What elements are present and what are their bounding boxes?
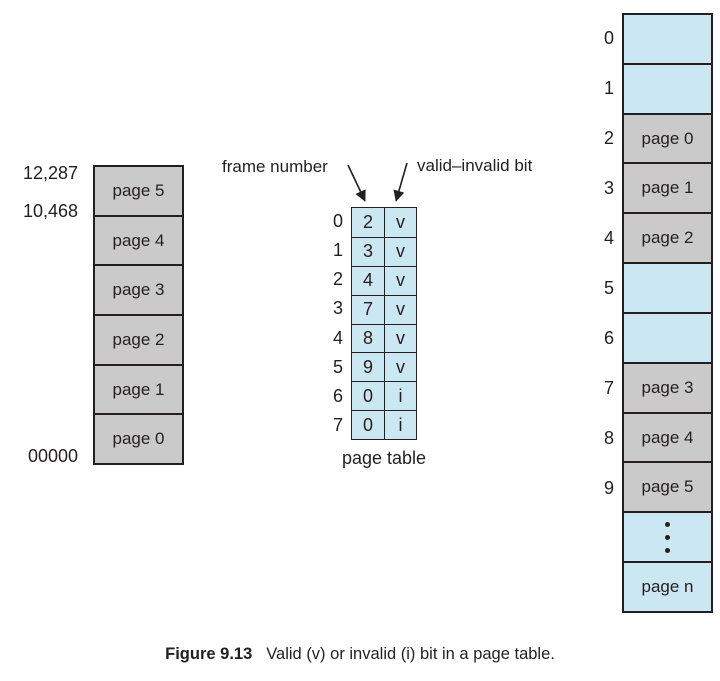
frame-number-cell: 9 [352, 352, 384, 382]
logical-page-label: page 2 [112, 329, 165, 349]
frame-label: page 0 [641, 128, 694, 148]
page-table-index: 4 [332, 327, 343, 348]
frame-index: 5 [603, 277, 614, 298]
logical-address-top: 12,287 [22, 163, 78, 183]
frame-number-arrow-icon [347, 164, 366, 202]
valid-invalid-arrow-icon [393, 162, 408, 202]
valid-bit-cell: v [384, 236, 416, 266]
logical-memory-stack: page 5 page 4 page 3 page 2 page 1 page … [93, 165, 184, 465]
frame-label: page 1 [641, 178, 694, 198]
page-table-index: 2 [332, 269, 343, 290]
frame-number-label: frame number [222, 157, 328, 176]
memory-frame-cell [624, 62, 711, 113]
page-table-index: 7 [332, 414, 343, 435]
logical-page-label: page 5 [112, 180, 165, 200]
frame-label: page 5 [641, 477, 694, 497]
memory-frame-cell: page 1 [624, 162, 711, 213]
valid-bit-cell: v [384, 208, 416, 237]
page-table-index: 6 [332, 385, 343, 406]
valid-bit-cell: v [384, 352, 416, 382]
valid-invalid-bit-label: valid–invalid bit [417, 156, 533, 175]
memory-frame-cell: page 0 [624, 112, 711, 163]
logical-page-cell: page 4 [95, 214, 182, 265]
frame-label: page 2 [641, 228, 694, 248]
valid-bit-cell: v [384, 265, 416, 295]
annotation-arrows [347, 162, 408, 202]
page-table-index-rail: 0 1 2 3 4 5 6 7 [311, 207, 343, 440]
physical-memory-index-rail: 0 1 2 3 4 5 6 7 8 9 [576, 13, 614, 513]
page-table-index: 3 [332, 298, 343, 319]
frame-number-cell: 3 [352, 236, 384, 266]
logical-page-label: page 4 [112, 230, 165, 250]
page-table-index: 1 [332, 240, 343, 261]
frame-index: 0 [603, 27, 614, 48]
memory-frame-cell [624, 15, 711, 63]
valid-bit-cell: v [384, 294, 416, 324]
frame-index: 8 [603, 427, 614, 448]
figure-caption: Figure 9.13 Valid (v) or invalid (i) bit … [0, 645, 720, 664]
logical-address-middle: 10,468 [22, 201, 78, 221]
memory-frame-cell: page 5 [624, 461, 711, 512]
logical-page-cell: page 2 [95, 314, 182, 364]
frame-index: 1 [603, 77, 614, 98]
memory-frame-cell: page 2 [624, 212, 711, 263]
memory-frame-cell [624, 262, 711, 312]
figure-number: Figure 9.13 [165, 645, 253, 663]
valid-bit-cell: i [384, 381, 416, 411]
valid-bit-cell: i [384, 410, 416, 439]
physical-memory-stack: page 0 page 1 page 2 page 3 page 4 page … [622, 13, 713, 613]
frame-index: 6 [603, 327, 614, 348]
memory-frame-cell-ellipsis [624, 511, 711, 562]
logical-page-label: page 1 [112, 379, 165, 399]
frame-number-cell: 0 [352, 381, 384, 411]
frame-index: 2 [603, 127, 614, 148]
logical-page-cell: page 0 [95, 413, 182, 464]
frame-index: 7 [603, 377, 614, 398]
memory-frame-cell [624, 311, 711, 362]
frame-number-cell: 0 [352, 410, 384, 439]
frame-label: page 4 [641, 427, 694, 447]
page-table-index: 0 [332, 211, 343, 232]
frame-number-cell: 4 [352, 265, 384, 295]
frame-number-cell: 7 [352, 294, 384, 324]
logical-page-cell: page 5 [95, 167, 182, 215]
figure-title: Valid (v) or invalid (i) bit in a page t… [266, 645, 555, 663]
logical-page-label: page 3 [112, 280, 165, 300]
page-table-caption: page table [341, 448, 427, 468]
page-table: 2 v 3 v 4 v 7 v 8 v 9 v 0 i 0 i [351, 207, 417, 440]
memory-frame-cell: page 3 [624, 361, 711, 412]
frame-index: 9 [603, 477, 614, 498]
frame-number-cell: 2 [352, 208, 384, 237]
vertical-ellipsis-icon [665, 521, 670, 553]
frame-number-cell: 8 [352, 323, 384, 353]
logical-address-bottom: 00000 [27, 446, 78, 466]
frame-label: page 3 [641, 377, 694, 397]
logical-page-cell: page 3 [95, 264, 182, 315]
memory-frame-cell: page 4 [624, 411, 711, 462]
logical-page-label: page 0 [112, 429, 165, 449]
frame-index: 3 [603, 177, 614, 198]
frame-index: 4 [603, 227, 614, 248]
logical-page-cell: page 1 [95, 363, 182, 414]
valid-bit-cell: v [384, 323, 416, 353]
page-table-index: 5 [332, 356, 343, 377]
frame-label: page n [641, 577, 694, 597]
memory-frame-cell: page n [624, 561, 711, 611]
